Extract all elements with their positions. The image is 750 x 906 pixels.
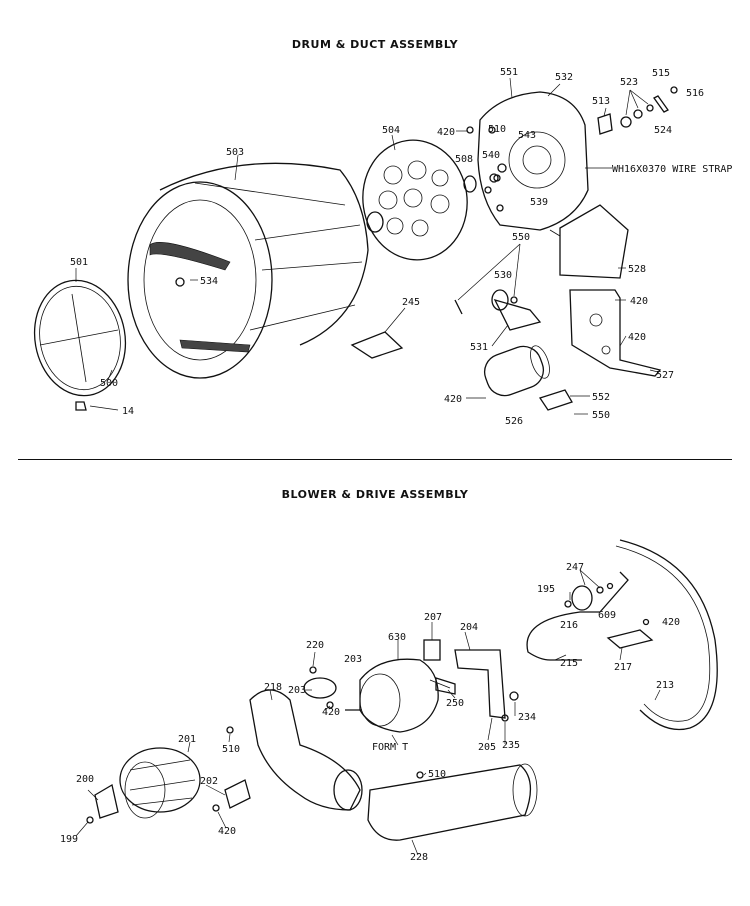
label-540: 540 [482, 150, 500, 161]
label-202: 202 [200, 776, 218, 787]
label-203-a: 203 [344, 654, 362, 665]
exhaust-duct-228[interactable] [367, 763, 538, 841]
blower-wheel-201[interactable] [119, 747, 201, 819]
drum-503[interactable] [127, 162, 369, 379]
idler-pulley-216[interactable] [564, 582, 614, 611]
label-539: 539 [530, 197, 548, 208]
label-515: 515 [652, 68, 670, 79]
label-14: 14 [122, 406, 134, 417]
screws-bottom [86, 618, 650, 824]
label-228: 228 [410, 852, 428, 863]
label-204: 204 [460, 622, 478, 633]
leader-lines-bottom [75, 569, 661, 856]
motor-630[interactable] [345, 639, 456, 733]
bracket-217[interactable] [606, 629, 654, 649]
blower-housing-218[interactable] [249, 689, 363, 811]
label-526: 526 [505, 416, 523, 427]
label-550-a: 550 [512, 232, 530, 243]
blower-housing-532[interactable] [477, 91, 629, 279]
label-510-a: 510 [488, 124, 506, 135]
label-550-b: 550 [592, 410, 610, 421]
label-199: 199 [60, 834, 78, 845]
label-205: 205 [478, 742, 496, 753]
label-207: 207 [424, 612, 442, 623]
wire-strap-label: WH16X0370 WIRE STRAP [612, 164, 732, 175]
label-420-f: 420 [662, 617, 680, 628]
leader-lines-top [75, 77, 659, 415]
label-215: 215 [560, 658, 578, 669]
label-543: 543 [518, 130, 536, 141]
label-501: 501 [70, 257, 88, 268]
bracket-200[interactable] [94, 783, 119, 819]
label-510-c: 510 [428, 769, 446, 780]
label-420-a: 420 [437, 127, 455, 138]
label-516: 516 [686, 88, 704, 99]
label-245: 245 [402, 297, 420, 308]
terminal-552[interactable] [538, 389, 573, 411]
drum-seal-500[interactable] [26, 273, 135, 411]
label-609: 609 [598, 610, 616, 621]
idler-hardware-523[interactable] [463, 86, 678, 194]
label-234: 234 [518, 712, 536, 723]
label-523: 523 [620, 77, 638, 88]
rear-bulkhead-504[interactable] [355, 133, 475, 266]
label-420-c: 420 [628, 332, 646, 343]
drum-duct-assembly-title: DRUM & DUCT ASSEMBLY [291, 38, 459, 51]
label-531: 531 [470, 342, 488, 353]
blower-drive-assembly-title: BLOWER & DRIVE ASSEMBLY [281, 488, 469, 501]
label-630: 630 [388, 632, 406, 643]
label-510-b: 510 [222, 744, 240, 755]
drive-belt-213[interactable] [619, 539, 718, 731]
label-420-e: 420 [322, 707, 340, 718]
motor-bracket-527[interactable] [569, 289, 662, 377]
label-195: 195 [537, 584, 555, 595]
label-552: 552 [592, 392, 610, 403]
label-524: 524 [654, 125, 672, 136]
label-503: 503 [226, 147, 244, 158]
label-420-d: 420 [444, 394, 462, 405]
label-203-b: 203 [288, 685, 306, 696]
capacitor-526[interactable] [480, 341, 554, 400]
label-528: 528 [628, 264, 646, 275]
label-235: 235 [502, 740, 520, 751]
form-t-label: FORM T [372, 742, 408, 753]
label-530: 530 [494, 270, 512, 281]
label-218: 218 [264, 682, 282, 693]
thermostat-bracket-531[interactable] [454, 289, 542, 331]
bracket-202[interactable] [224, 779, 251, 809]
label-213: 213 [656, 680, 674, 691]
label-420-g: 420 [218, 826, 236, 837]
motor-clamp-203[interactable] [303, 666, 337, 699]
label-247: 247 [566, 562, 584, 573]
label-216: 216 [560, 620, 578, 631]
label-534: 534 [200, 276, 218, 287]
label-200: 200 [76, 774, 94, 785]
idler-arm-215[interactable] [526, 571, 629, 661]
label-551: 551 [500, 67, 518, 78]
label-217: 217 [614, 662, 632, 673]
label-532: 532 [555, 72, 573, 83]
section-divider [18, 459, 732, 460]
label-201: 201 [178, 734, 196, 745]
part-245[interactable] [350, 331, 404, 359]
label-220: 220 [306, 640, 324, 651]
label-508: 508 [455, 154, 473, 165]
label-250: 250 [446, 698, 464, 709]
motor-bracket-205[interactable] [454, 649, 519, 722]
label-500: 500 [100, 378, 118, 389]
label-504: 504 [382, 125, 400, 136]
label-420-b: 420 [630, 296, 648, 307]
label-527: 527 [656, 370, 674, 381]
label-513: 513 [592, 96, 610, 107]
